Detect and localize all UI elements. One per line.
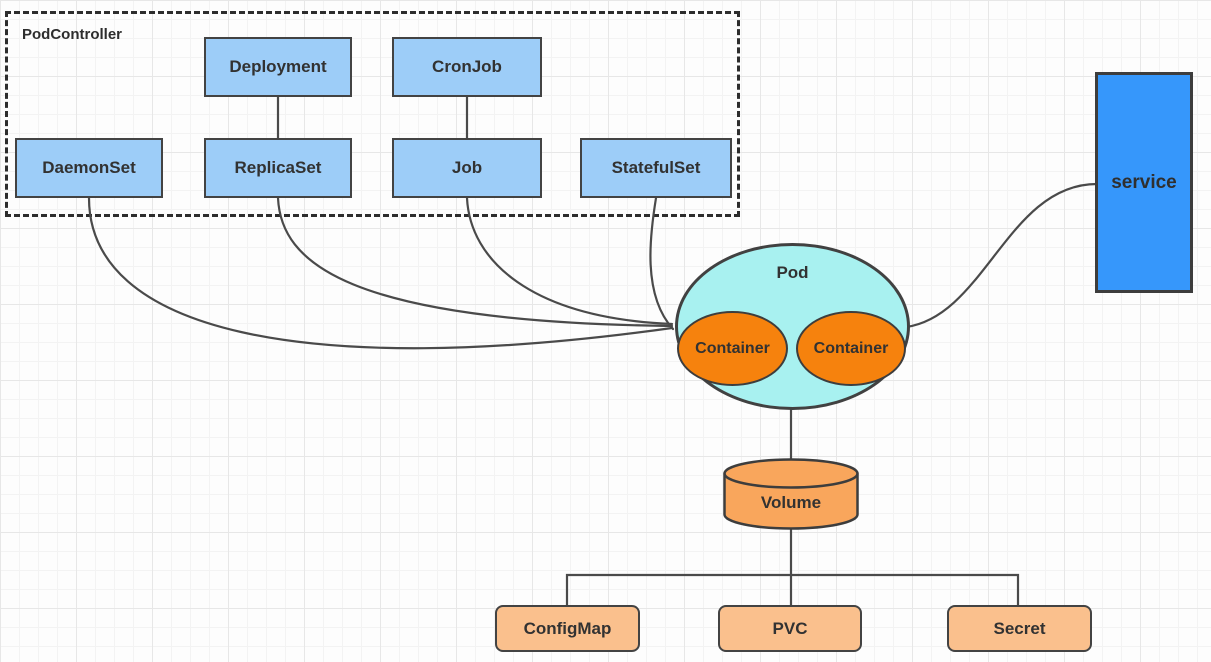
node-container-2[interactable]: Container (796, 311, 906, 386)
node-cronjob-label: CronJob (432, 57, 502, 76)
node-configmap-label: ConfigMap (523, 618, 612, 638)
node-deployment[interactable]: Deployment (204, 37, 352, 97)
edge-statefulset-pod (649, 196, 675, 331)
node-deployment-label: Deployment (229, 57, 327, 76)
node-job[interactable]: Job (392, 138, 542, 198)
node-statefulset[interactable]: StatefulSet (580, 138, 732, 198)
edge-volume-branches (565, 573, 1020, 607)
node-pvc-label: PVC (772, 618, 808, 638)
node-volume[interactable]: Volume (722, 457, 860, 532)
node-pvc[interactable]: PVC (718, 605, 862, 652)
node-cronjob[interactable]: CronJob (392, 37, 542, 97)
node-container-1-label: Container (695, 339, 770, 357)
node-replicaset-label: ReplicaSet (234, 158, 322, 177)
edge-pod-service (904, 182, 1099, 329)
node-job-label: Job (451, 158, 483, 177)
podcontroller-group-label: PodController (22, 26, 122, 43)
node-configmap[interactable]: ConfigMap (495, 605, 640, 652)
node-service-label: service (1111, 171, 1177, 193)
node-container-2-label: Container (813, 339, 889, 357)
node-daemonset[interactable]: DaemonSet (15, 138, 163, 198)
edge-job-pod (465, 196, 674, 326)
node-statefulset-label: StatefulSet (611, 158, 701, 177)
node-secret-label: Secret (993, 618, 1046, 638)
node-replicaset[interactable]: ReplicaSet (204, 138, 352, 198)
node-volume-label: Volume (760, 493, 822, 512)
podcontroller-group[interactable]: PodController (5, 11, 740, 217)
edge-daemonset-pod (87, 196, 674, 350)
node-service[interactable]: service (1095, 72, 1193, 293)
node-container-1[interactable]: Container (677, 311, 788, 386)
cylinder-shape (723, 458, 859, 530)
node-daemonset-label: DaemonSet (42, 158, 136, 177)
edge-replicaset-pod (276, 196, 674, 328)
node-secret[interactable]: Secret (947, 605, 1092, 652)
node-pod-label: Pod (776, 263, 809, 282)
